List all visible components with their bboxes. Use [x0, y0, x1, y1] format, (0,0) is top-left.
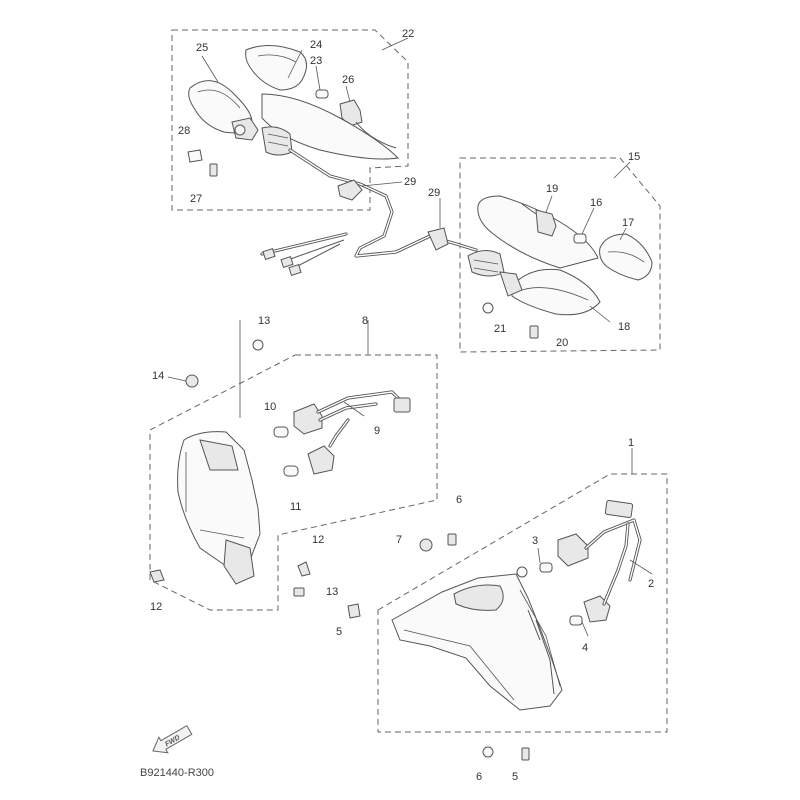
callout-10: 10 — [264, 401, 276, 413]
callout-5-bottom: 5 — [512, 771, 518, 783]
callout-4: 4 — [582, 642, 588, 654]
callout-11: 11 — [290, 501, 301, 513]
socket-9 — [293, 403, 323, 435]
socket-11 — [307, 445, 335, 475]
screw-21 — [482, 302, 494, 314]
callout-2: 2 — [648, 578, 654, 590]
callout-14: 14 — [152, 370, 164, 382]
clamp-29-right — [427, 227, 449, 251]
grommet-14 — [185, 374, 199, 388]
callout-labels: 22 25 24 23 26 28 27 29 29 15 19 16 17 1… — [150, 28, 654, 783]
callout-18: 18 — [618, 321, 630, 333]
screw-20 — [529, 325, 539, 339]
clip-5-left — [347, 603, 361, 619]
callout-13-top: 13 — [258, 315, 270, 327]
callout-28: 28 — [178, 125, 190, 137]
callout-22: 22 — [402, 28, 414, 40]
leader-lines — [167, 37, 653, 637]
callout-21: 21 — [494, 323, 506, 335]
group-8-boundary — [149, 354, 438, 611]
callout-19: 19 — [546, 183, 558, 195]
lens-17 — [599, 233, 653, 281]
socket-3 — [557, 533, 589, 567]
callout-6-top: 6 — [456, 494, 462, 506]
callout-17: 17 — [622, 217, 634, 229]
clamp-29-left — [337, 179, 363, 201]
lens-24 — [245, 45, 307, 91]
mount-plate — [223, 539, 255, 585]
bulb-10 — [273, 426, 289, 438]
connector-2 — [604, 500, 634, 518]
callout-5-left: 5 — [336, 626, 342, 638]
callout-26: 26 — [342, 74, 354, 86]
drawing-code: B921440-R300 — [140, 767, 214, 779]
callout-15: 15 — [628, 151, 640, 163]
callout-12-right: 12 — [312, 534, 324, 546]
callout-20: 20 — [556, 337, 568, 349]
callout-6-bottom: 6 — [476, 771, 482, 783]
callout-13-bottom: 13 — [326, 586, 338, 598]
callout-25: 25 — [196, 42, 208, 54]
callout-29-right: 29 — [428, 187, 440, 199]
clip-12-left — [149, 569, 165, 583]
bracket-8 — [177, 431, 261, 567]
bulb-11 — [283, 465, 299, 477]
bulb-23 — [315, 89, 329, 99]
clip-12-right — [297, 561, 311, 577]
lens-18 — [511, 268, 601, 316]
callout-27: 27 — [190, 193, 202, 205]
fwd-label: FWD — [164, 734, 181, 748]
left-turn-signal-assembly — [187, 45, 400, 177]
screw-6-bottom — [482, 746, 494, 758]
position-light-assembly — [149, 320, 411, 597]
clip-5-bottom — [521, 747, 530, 761]
headlight-assembly — [347, 500, 642, 761]
connector-8 — [393, 397, 411, 413]
headlight-body-1 — [391, 573, 563, 711]
callout-29-left: 29 — [404, 176, 416, 188]
bulb-4 — [569, 615, 583, 626]
group-1-boundary — [377, 473, 668, 733]
callout-8: 8 — [362, 315, 368, 327]
callout-1: 1 — [628, 437, 634, 449]
group-15-boundary — [459, 157, 661, 353]
right-turn-signal-assembly — [467, 195, 653, 339]
callout-23: 23 — [310, 55, 322, 67]
socket-26 — [339, 99, 363, 127]
screw-6-top — [447, 533, 457, 546]
grommet-7 — [419, 538, 433, 552]
screw-28 — [187, 149, 203, 163]
bulb-16 — [573, 233, 587, 244]
screw-27 — [209, 163, 218, 177]
socket-19 — [535, 209, 557, 237]
callout-24: 24 — [310, 39, 322, 51]
callout-3: 3 — [532, 535, 538, 547]
screw-13-top — [252, 339, 264, 351]
stalk-right — [499, 271, 523, 297]
callout-7: 7 — [396, 534, 402, 546]
bulb-3 — [539, 562, 553, 573]
callout-16: 16 — [590, 197, 602, 209]
housing-22 — [261, 93, 400, 160]
fwd-arrow-icon: FWD — [152, 724, 193, 754]
group-22-boundary — [171, 29, 409, 211]
callout-9: 9 — [374, 425, 380, 437]
grommet-right — [467, 250, 505, 277]
callout-12-left: 12 — [150, 601, 162, 613]
signal-harness — [260, 148, 478, 276]
screw-13-bottom — [293, 587, 305, 597]
